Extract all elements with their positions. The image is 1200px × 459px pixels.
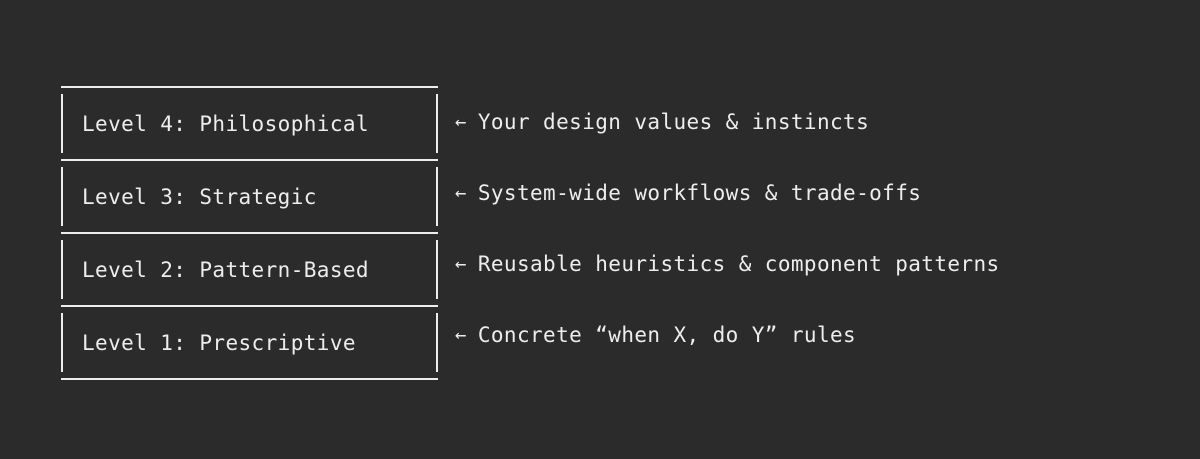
row-right-border (436, 240, 438, 299)
level-row-4: Level 4: Philosophical (61, 88, 438, 159)
level-ladder: Level 4: Philosophical Level 3: Strategi… (61, 86, 438, 380)
ladder-divider-4-3 (61, 159, 438, 161)
level-row-2: Level 2: Pattern-Based (61, 234, 438, 305)
level-row-3: Level 3: Strategic (61, 161, 438, 232)
row-left-border (61, 94, 63, 153)
left-arrow-icon: ← (455, 252, 467, 275)
level-label-3: Level 3: Strategic (82, 184, 317, 209)
ladder-bottom-border (61, 378, 438, 380)
level-row-1: Level 1: Prescriptive (61, 307, 438, 378)
row-right-border (436, 313, 438, 372)
ladder-divider-3-2 (61, 232, 438, 234)
row-right-border (436, 94, 438, 153)
left-arrow-icon: ← (455, 181, 467, 204)
annotation-text: Your design values & instincts (477, 109, 870, 134)
row-right-border (436, 167, 438, 226)
annotation-level-1: ← Concrete “when X, do Y” rules (455, 299, 1000, 370)
annotation-level-4: ← Your design values & instincts (455, 86, 1000, 157)
level-label-1: Level 1: Prescriptive (82, 330, 356, 355)
row-left-border (61, 167, 63, 226)
level-label-2: Level 2: Pattern-Based (82, 257, 369, 282)
annotation-text: Reusable heuristics & component patterns (477, 251, 1000, 276)
ladder-divider-2-1 (61, 305, 438, 307)
annotation-text: System-wide workflows & trade-offs (477, 180, 922, 205)
annotation-level-2: ← Reusable heuristics & component patter… (455, 228, 1000, 299)
level-label-4: Level 4: Philosophical (82, 111, 369, 136)
annotation-level-3: ← System-wide workflows & trade-offs (455, 157, 1000, 228)
annotation-text: Concrete “when X, do Y” rules (477, 322, 857, 347)
row-left-border (61, 240, 63, 299)
row-left-border (61, 313, 63, 372)
ladder-top-border (61, 86, 438, 88)
left-arrow-icon: ← (455, 110, 467, 133)
annotation-column: ← Your design values & instincts ← Syste… (455, 86, 1000, 370)
left-arrow-icon: ← (455, 323, 467, 346)
